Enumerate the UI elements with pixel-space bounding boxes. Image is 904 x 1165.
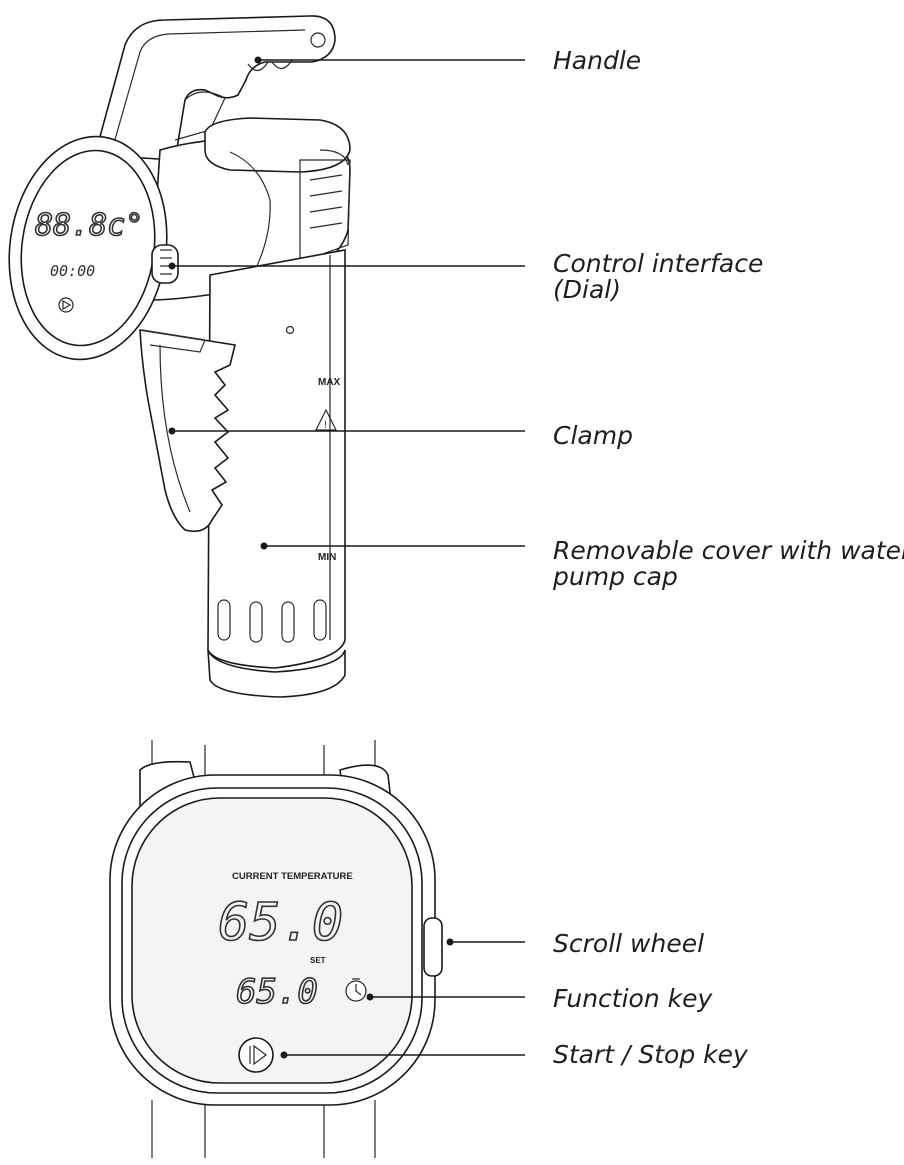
handle-label: Handle (553, 46, 641, 75)
start-stop-key[interactable] (238, 1037, 274, 1073)
cylinder-body: MAX MIN ! (207, 249, 346, 698)
max-mark: MAX (318, 377, 341, 388)
dial-knob (151, 244, 179, 284)
callout-handle: Handle (254, 46, 641, 75)
scroll-wheel-label: Scroll wheel (553, 929, 704, 958)
set-caption: SET (310, 956, 326, 965)
min-mark: MIN (318, 552, 336, 563)
play-icon (249, 1044, 267, 1066)
current-temperature-value: 65.0 (218, 893, 343, 953)
top-device-illustration: MAX MIN ! 88.8c° 00:00 (8, 15, 351, 698)
bottom-device-illustration: CURRENT TEMPERATURE 65.0 SET 65.0 (109, 740, 443, 1158)
set-temperature-value: 65.0 (236, 972, 318, 1012)
start-stop-key-label: Start / Stop key (553, 1040, 749, 1069)
timer-icon (352, 978, 362, 996)
callout-scroll-wheel: Scroll wheel (446, 929, 704, 958)
current-temperature-caption: CURRENT TEMPERATURE (232, 871, 353, 882)
scroll-wheel[interactable] (423, 917, 443, 977)
removable-cover-label-line1: Removable cover with water (553, 536, 904, 565)
function-key-label: Function key (553, 984, 713, 1013)
top-display-face: 88.8c° 00:00 (8, 135, 168, 361)
control-interface-label-line2: (Dial) (553, 275, 621, 304)
callout-start-stop-key: Start / Stop key (280, 1040, 749, 1069)
callout-clamp: Clamp (168, 421, 633, 450)
top-start-icon (58, 297, 74, 313)
clamp-label: Clamp (553, 421, 633, 450)
function-key[interactable] (345, 978, 367, 1002)
callout-removable-cover: Removable cover with water pump cap (260, 536, 904, 591)
top-display-time: 00:00 (50, 262, 95, 280)
svg-text:!: ! (324, 420, 327, 431)
callout-control-interface: Control interface (Dial) (168, 249, 763, 304)
warning-icon (315, 408, 337, 431)
handle-part (93, 15, 336, 161)
control-interface-label-line1: Control interface (553, 249, 763, 278)
removable-cover-label-line2: pump cap (552, 562, 678, 591)
callout-function-key: Function key (366, 984, 713, 1013)
top-display-main: 88.8c° (35, 208, 143, 243)
